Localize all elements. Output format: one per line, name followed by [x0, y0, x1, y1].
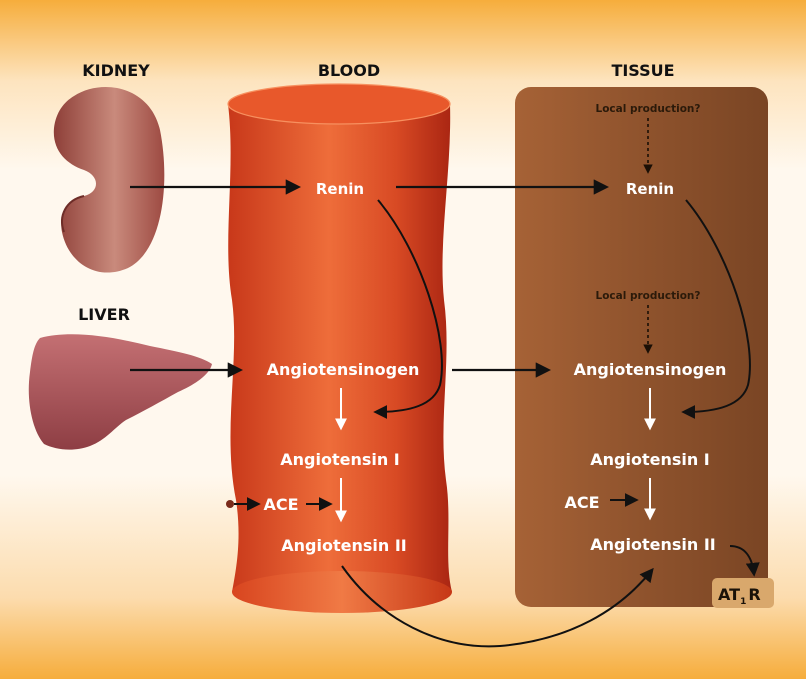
liver-header: LIVER: [78, 305, 130, 324]
tissue-angiotensinogen-label: Angiotensinogen: [574, 360, 727, 379]
tissue-panel: [515, 87, 768, 607]
kidney-header: KIDNEY: [82, 61, 150, 80]
tissue-header: TISSUE: [611, 61, 674, 80]
blood-ace-label: ACE: [263, 495, 298, 514]
blood-angiotensinogen-label: Angiotensinogen: [267, 360, 420, 379]
ace-source-dot: [226, 500, 234, 508]
tissue-angiotensin-ii-label: Angiotensin II: [590, 535, 715, 554]
blood-renin-label: Renin: [316, 180, 364, 198]
tissue-local-production-label-2: Local production?: [596, 290, 701, 302]
tissue-local-production-label-1: Local production?: [596, 103, 701, 115]
tissue-renin-label: Renin: [626, 180, 674, 198]
tissue-ace-label: ACE: [564, 493, 599, 512]
blood-header: BLOOD: [318, 61, 380, 80]
blood-angiotensin-i-label: Angiotensin I: [280, 450, 400, 469]
tissue-angiotensin-i-label: Angiotensin I: [590, 450, 710, 469]
blood-vessel: [228, 84, 452, 613]
blood-angiotensin-ii-label: Angiotensin II: [281, 536, 406, 555]
